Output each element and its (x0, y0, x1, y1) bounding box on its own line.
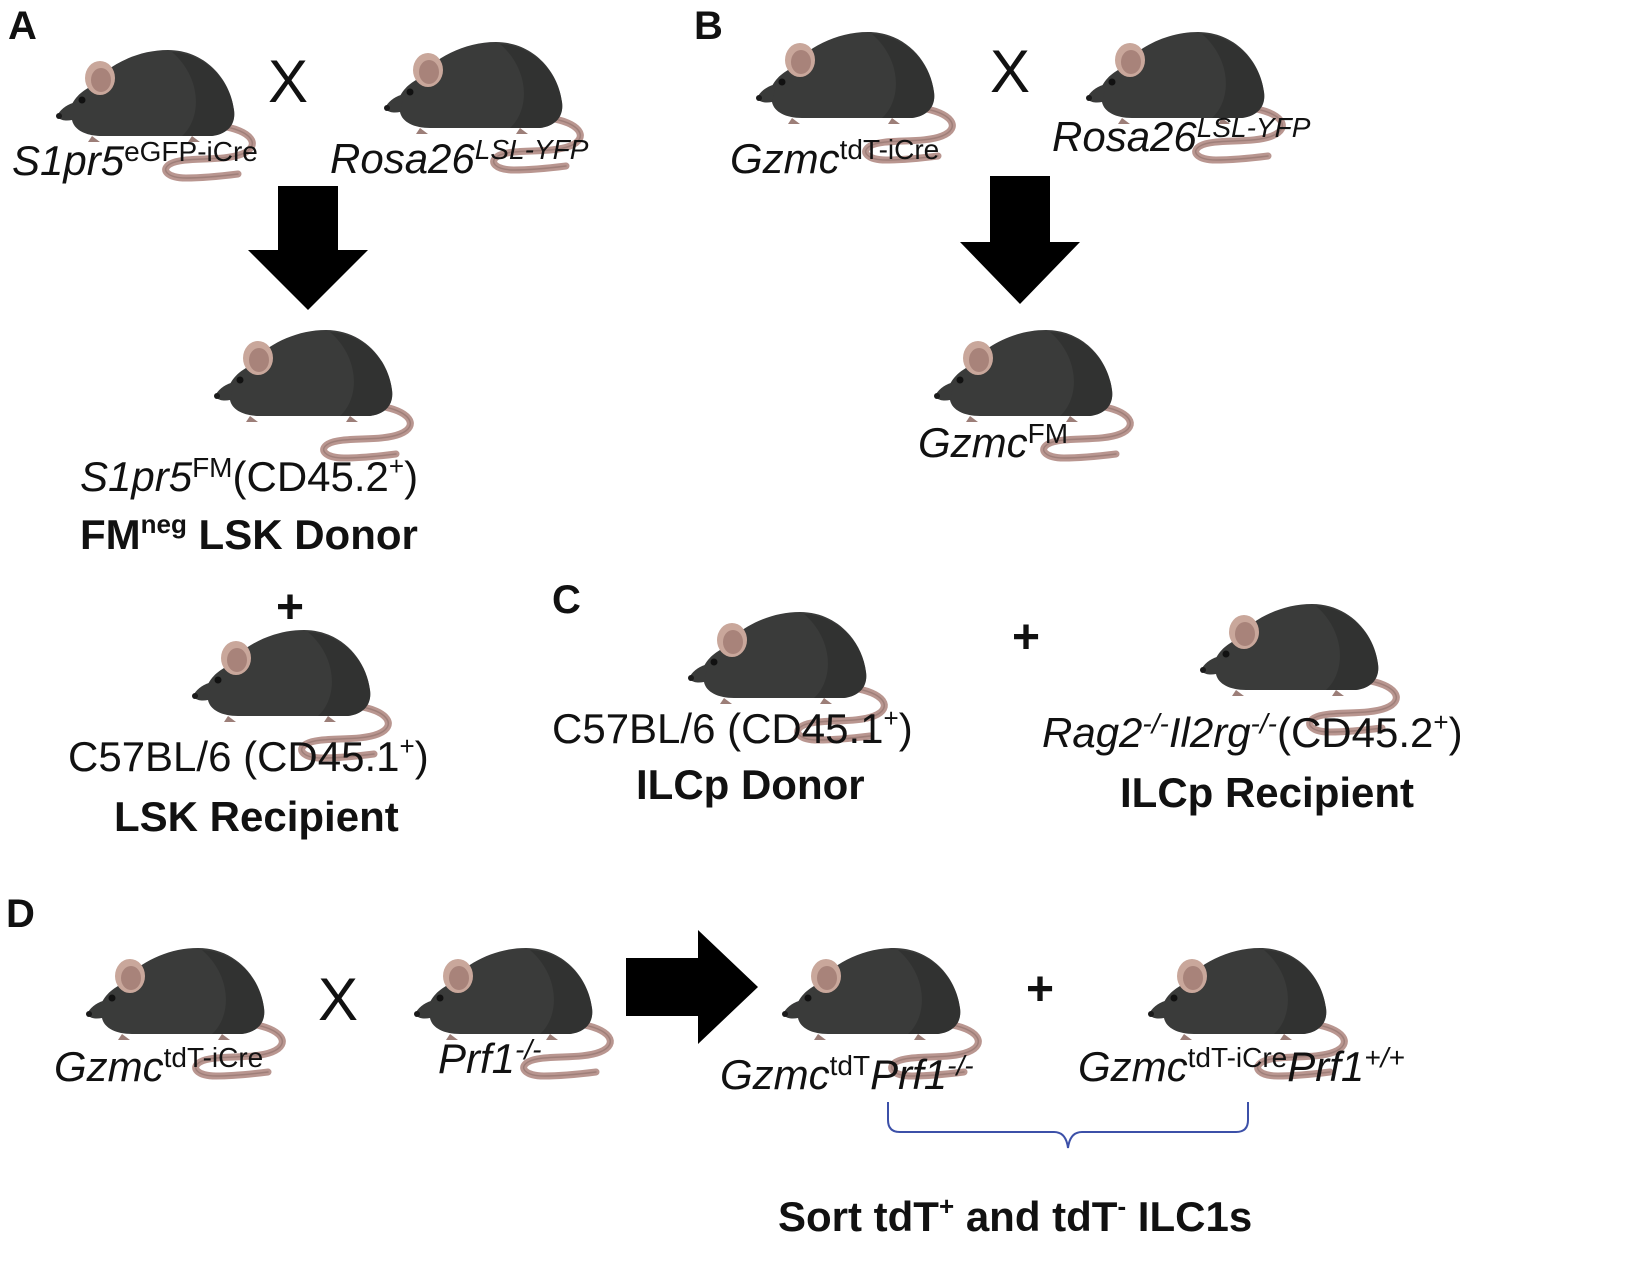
arrow-right-icon (626, 930, 758, 1044)
genotype-label-rag2-il2rg: Rag2-/-Il2rg-/-(CD45.2+) (1042, 707, 1463, 756)
panel-label-b: B (694, 4, 723, 48)
plus-symbol: + (276, 581, 305, 634)
genotype-label-prf1-ko: Prf1-/- (438, 1034, 542, 1082)
strain-label-c57bl6-ilcp-donor: C57BL/6 (CD45.1+) (552, 703, 913, 752)
plus-symbol: + (1026, 963, 1055, 1016)
arrow-down-icon (248, 186, 368, 310)
genotype-label-gzmc-tdt-prf1-ko: GzmctdTPrf1-/- (720, 1050, 974, 1098)
genotype-label-gzmc-tdt-icre: GzmctdT-iCre (730, 134, 940, 182)
role-label-ilcp-donor: ILCp Donor (636, 761, 865, 808)
genotype-label-gzmc-tdt-icre: GzmctdT-iCre (54, 1042, 264, 1090)
role-label-ilcp-recipient: ILCp Recipient (1120, 769, 1415, 816)
grouping-brace (887, 1102, 1249, 1149)
sort-label: Sort tdT+ and tdT- ILC1s (778, 1191, 1253, 1240)
panel-label-c: C (552, 578, 581, 622)
mouse-icon (210, 318, 420, 468)
cross-symbol: X (990, 38, 1031, 105)
cross-symbol: X (318, 966, 359, 1033)
cross-symbol: X (268, 48, 309, 115)
panel-label-d: D (6, 892, 35, 936)
genotype-label-s1pr5-fm-donor: S1pr5FM(CD45.2+) (80, 451, 419, 500)
strain-label-c57bl6-lsk-recipient: C57BL/6 (CD45.1+) (68, 731, 429, 780)
arrow-down-icon (960, 176, 1080, 304)
genotype-label-gzmc-tdt-icre-prf1-wt: GzmctdT-iCrePrf1+/+ (1078, 1042, 1405, 1090)
genotype-label-gzmc-fm: GzmcFM (918, 418, 1069, 466)
panel-label-a: A (8, 4, 37, 48)
genotype-label-rosa26-lsl-yfp: Rosa26LSL-YFP (330, 134, 589, 182)
role-label-lsk-recipient: LSK Recipient (114, 793, 399, 840)
genotype-label-s1pr5-egfp-icre: S1pr5eGFP-iCre (12, 136, 258, 184)
plus-symbol: + (1012, 611, 1041, 664)
genotype-label-rosa26-lsl-yfp: Rosa26LSL-YFP (1052, 112, 1311, 160)
role-label-fmneg-lsk-donor: FMneg LSK Donor (80, 509, 418, 558)
